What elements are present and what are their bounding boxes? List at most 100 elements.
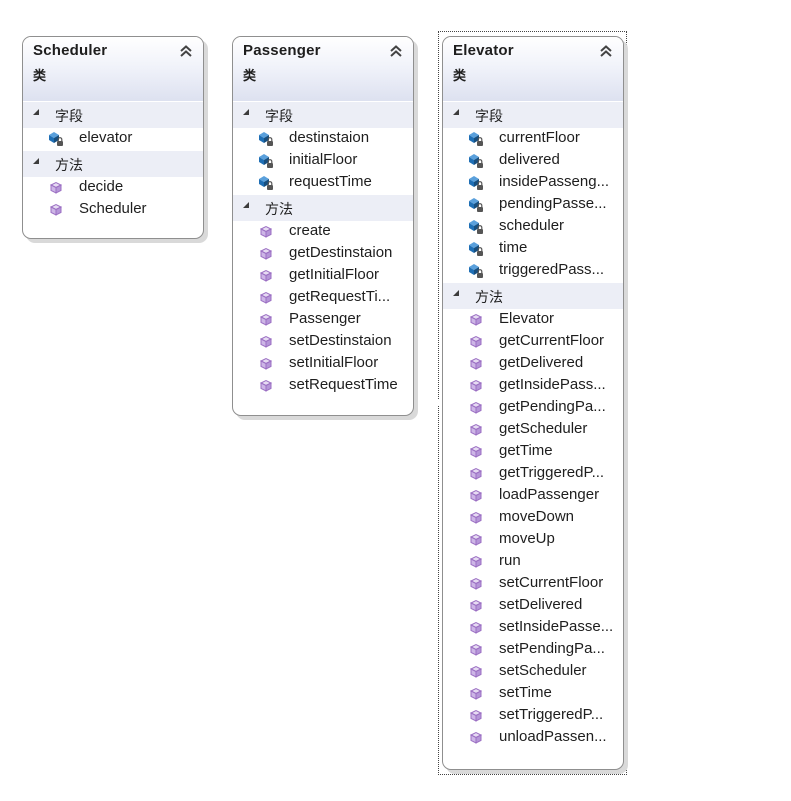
method-item[interactable]: setTime [443, 683, 623, 705]
method-item[interactable]: setDestinstaion [233, 331, 413, 353]
class-name: Passenger [243, 42, 321, 59]
method-item[interactable]: setScheduler [443, 661, 623, 683]
field-item[interactable]: pendingPasse... [443, 194, 623, 216]
method-name: setInsidePasse... [499, 618, 614, 635]
section-expanded-arrow-icon[interactable] [451, 107, 461, 120]
method-item[interactable]: setRequestTime [233, 375, 413, 397]
resize-handle-right[interactable] [625, 400, 630, 405]
class-header[interactable]: Passenger 类 [233, 37, 413, 101]
method-item[interactable]: getPendingPa... [443, 397, 623, 419]
method-item[interactable]: setInsidePasse... [443, 617, 623, 639]
field-item[interactable]: scheduler [443, 216, 623, 238]
double-chevron-up-icon[interactable] [179, 43, 193, 57]
member-list: Elevator getCurrentFloor getDelivered ge… [443, 309, 623, 749]
method-name: getInsidePass... [499, 376, 606, 393]
method-item[interactable]: getInsidePass... [443, 375, 623, 397]
field-item[interactable]: requestTime [233, 172, 413, 194]
method-name: create [289, 222, 331, 239]
method-item[interactable]: create [233, 221, 413, 243]
field-name: pendingPasse... [499, 195, 607, 212]
method-item[interactable]: setTriggeredP... [443, 705, 623, 727]
section-header-method[interactable]: 方法 [443, 282, 623, 309]
section-header-field[interactable]: 字段 [443, 101, 623, 128]
section-expanded-arrow-icon[interactable] [241, 107, 251, 120]
method-icon [257, 333, 275, 351]
method-item[interactable]: run [443, 551, 623, 573]
field-name: delivered [499, 151, 560, 168]
method-item[interactable]: getScheduler [443, 419, 623, 441]
private-field-icon [467, 218, 485, 236]
method-item[interactable]: Elevator [443, 309, 623, 331]
field-item[interactable]: destinstaion [233, 128, 413, 150]
method-item[interactable]: getInitialFloor [233, 265, 413, 287]
double-chevron-up-icon[interactable] [389, 43, 403, 57]
method-icon [257, 223, 275, 241]
field-item[interactable]: insidePasseng... [443, 172, 623, 194]
method-item[interactable]: setPendingPa... [443, 639, 623, 661]
method-item[interactable]: getCurrentFloor [443, 331, 623, 353]
double-chevron-up-icon[interactable] [599, 43, 613, 57]
method-icon [467, 377, 485, 395]
method-item[interactable]: getDestinstaion [233, 243, 413, 265]
section-expanded-arrow-icon[interactable] [31, 156, 41, 169]
section-header-method[interactable]: 方法 [23, 150, 203, 177]
resize-handle-left[interactable] [436, 400, 441, 405]
method-name: getDelivered [499, 354, 584, 371]
method-item[interactable]: setCurrentFloor [443, 573, 623, 595]
method-item[interactable]: loadPassenger [443, 485, 623, 507]
method-icon [467, 597, 485, 615]
method-icon [257, 289, 275, 307]
private-field-icon [467, 196, 485, 214]
method-icon [257, 355, 275, 373]
method-item[interactable]: setDelivered [443, 595, 623, 617]
method-name: Passenger [289, 310, 361, 327]
field-item[interactable]: elevator [23, 128, 203, 150]
method-name: getDestinstaion [289, 244, 393, 261]
method-item[interactable]: setInitialFloor [233, 353, 413, 375]
method-name: setPendingPa... [499, 640, 605, 657]
method-icon [467, 465, 485, 483]
method-icon [467, 531, 485, 549]
method-name: setDelivered [499, 596, 583, 613]
field-name: currentFloor [499, 129, 580, 146]
method-item[interactable]: Scheduler [23, 199, 203, 221]
method-item[interactable]: decide [23, 177, 203, 199]
method-item[interactable]: unloadPassen... [443, 727, 623, 749]
method-item[interactable]: getDelivered [443, 353, 623, 375]
method-item[interactable]: moveUp [443, 529, 623, 551]
class-name: Scheduler [33, 42, 108, 59]
field-item[interactable]: initialFloor [233, 150, 413, 172]
method-name: setScheduler [499, 662, 587, 679]
method-name: Scheduler [79, 200, 147, 217]
private-field-icon [467, 152, 485, 170]
section-expanded-arrow-icon[interactable] [451, 288, 461, 301]
section-expanded-arrow-icon[interactable] [241, 200, 251, 213]
field-item[interactable]: currentFloor [443, 128, 623, 150]
member-list: create getDestinstaion getInitialFloor g… [233, 221, 413, 397]
method-item[interactable]: Passenger [233, 309, 413, 331]
method-item[interactable]: moveDown [443, 507, 623, 529]
field-name: insidePasseng... [499, 173, 610, 190]
method-name: Elevator [499, 310, 555, 327]
method-item[interactable]: getRequestTi... [233, 287, 413, 309]
method-name: getRequestTi... [289, 288, 391, 305]
method-icon [47, 179, 65, 197]
method-item[interactable]: getTime [443, 441, 623, 463]
field-name: time [499, 239, 528, 256]
method-name: setTime [499, 684, 552, 701]
section-expanded-arrow-icon[interactable] [31, 107, 41, 120]
method-item[interactable]: getTriggeredP... [443, 463, 623, 485]
method-name: unloadPassen... [499, 728, 607, 745]
field-item[interactable]: triggeredPass... [443, 260, 623, 282]
class-stereotype: 类 [243, 69, 257, 84]
section-header-field[interactable]: 字段 [233, 101, 413, 128]
section-header-field[interactable]: 字段 [23, 101, 203, 128]
field-item[interactable]: time [443, 238, 623, 260]
section-header-method[interactable]: 方法 [233, 194, 413, 221]
field-item[interactable]: delivered [443, 150, 623, 172]
